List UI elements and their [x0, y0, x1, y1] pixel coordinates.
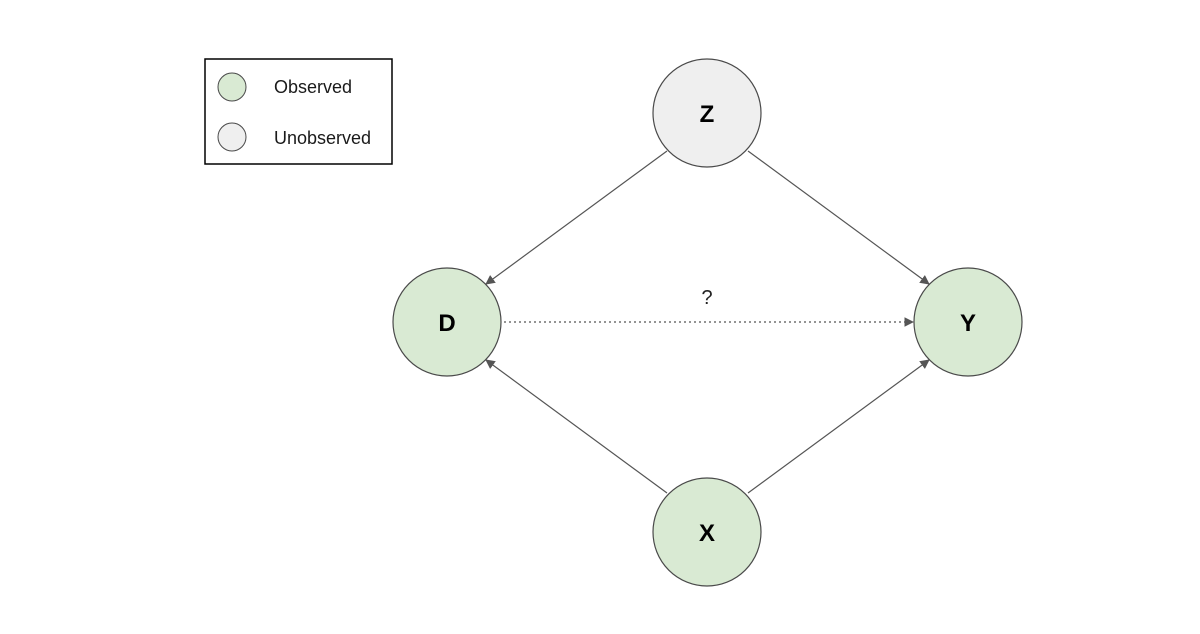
node-x-label: X [699, 520, 715, 547]
legend-unobserved-swatch [217, 122, 247, 152]
node-d: D [392, 267, 502, 377]
node-x: X [652, 477, 762, 587]
node-x-circle [652, 477, 762, 587]
node-d-label: D [438, 310, 455, 337]
edge-x-to-y [747, 359, 930, 494]
node-y-label: Y [960, 310, 976, 337]
edge-z-to-d [485, 150, 668, 285]
edge-d-to-y-label: ? [701, 287, 712, 309]
node-z: Z [652, 58, 762, 168]
edges: ? [485, 150, 930, 494]
legend-observed-swatch [217, 72, 247, 102]
legend: Observed Unobserved [204, 58, 393, 165]
edge-z-to-y [747, 150, 930, 285]
legend-unobserved-label: Unobserved [274, 128, 371, 148]
legend-observed-label: Observed [274, 77, 352, 97]
edge-x-to-d [485, 359, 668, 494]
node-z-circle [652, 58, 762, 168]
node-y: Y [913, 267, 1023, 377]
node-d-circle [392, 267, 502, 377]
node-z-label: Z [700, 101, 715, 128]
node-y-circle [913, 267, 1023, 377]
